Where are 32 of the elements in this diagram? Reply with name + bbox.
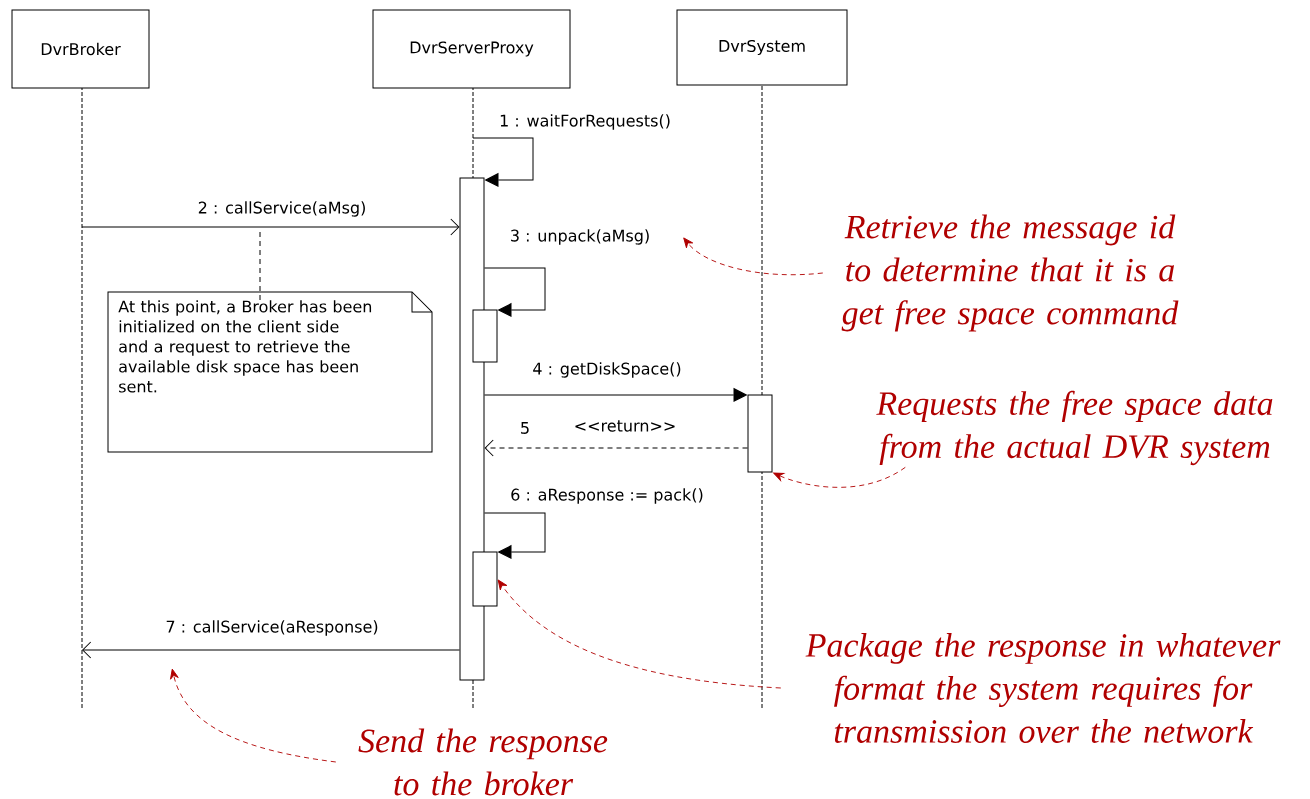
lifeline xyxy=(81,87,83,709)
leader-line xyxy=(683,237,824,276)
message-label: 1 : waitForRequests() xyxy=(498,113,672,131)
leader-line xyxy=(773,466,906,488)
annotation-text: Retrieve the message id to determine that it is a get free space command xyxy=(841,214,1179,332)
message-label: 3 : unpack(aMsg) xyxy=(508,228,652,246)
annotation-text: Send the response to the broker xyxy=(358,728,608,796)
activation-bar xyxy=(747,394,773,473)
annotation-text: Requests the free space data from the actual DVR system xyxy=(876,390,1273,466)
object-box: DvrServerProxy xyxy=(372,9,571,89)
annotation-text: Package the response in whatever format the system requires for transmission over the network xyxy=(805,633,1281,743)
message-arrow xyxy=(484,439,748,457)
message-arrow xyxy=(82,641,460,659)
object-box: DvrSystem xyxy=(676,9,848,86)
message-arrow xyxy=(484,512,546,559)
leader-line xyxy=(497,579,782,689)
activation-bar xyxy=(472,309,498,363)
message-label: 6 : aResponse := pack() xyxy=(509,487,705,505)
message-arrow xyxy=(484,267,546,317)
message-label: 5 xyxy=(518,421,532,435)
message-label: 7 : callService(aResponse) xyxy=(164,619,380,637)
stereotype-label: <<return>> xyxy=(575,420,675,432)
message-arrow xyxy=(484,388,747,402)
note-box: At this point, a Broker has been initialized on the client side and a request to retrieve the available disk space has been sent. xyxy=(107,291,433,453)
message-label: 2 : callService(aMsg) xyxy=(196,200,368,218)
message-label: 4 : getDiskSpace() xyxy=(531,361,683,379)
lifeline xyxy=(761,84,763,709)
object-box: DvrBroker xyxy=(11,9,150,89)
activation-bar xyxy=(472,551,498,607)
message-arrow xyxy=(472,137,534,187)
message-arrow xyxy=(81,218,460,236)
leader-line xyxy=(170,668,337,763)
